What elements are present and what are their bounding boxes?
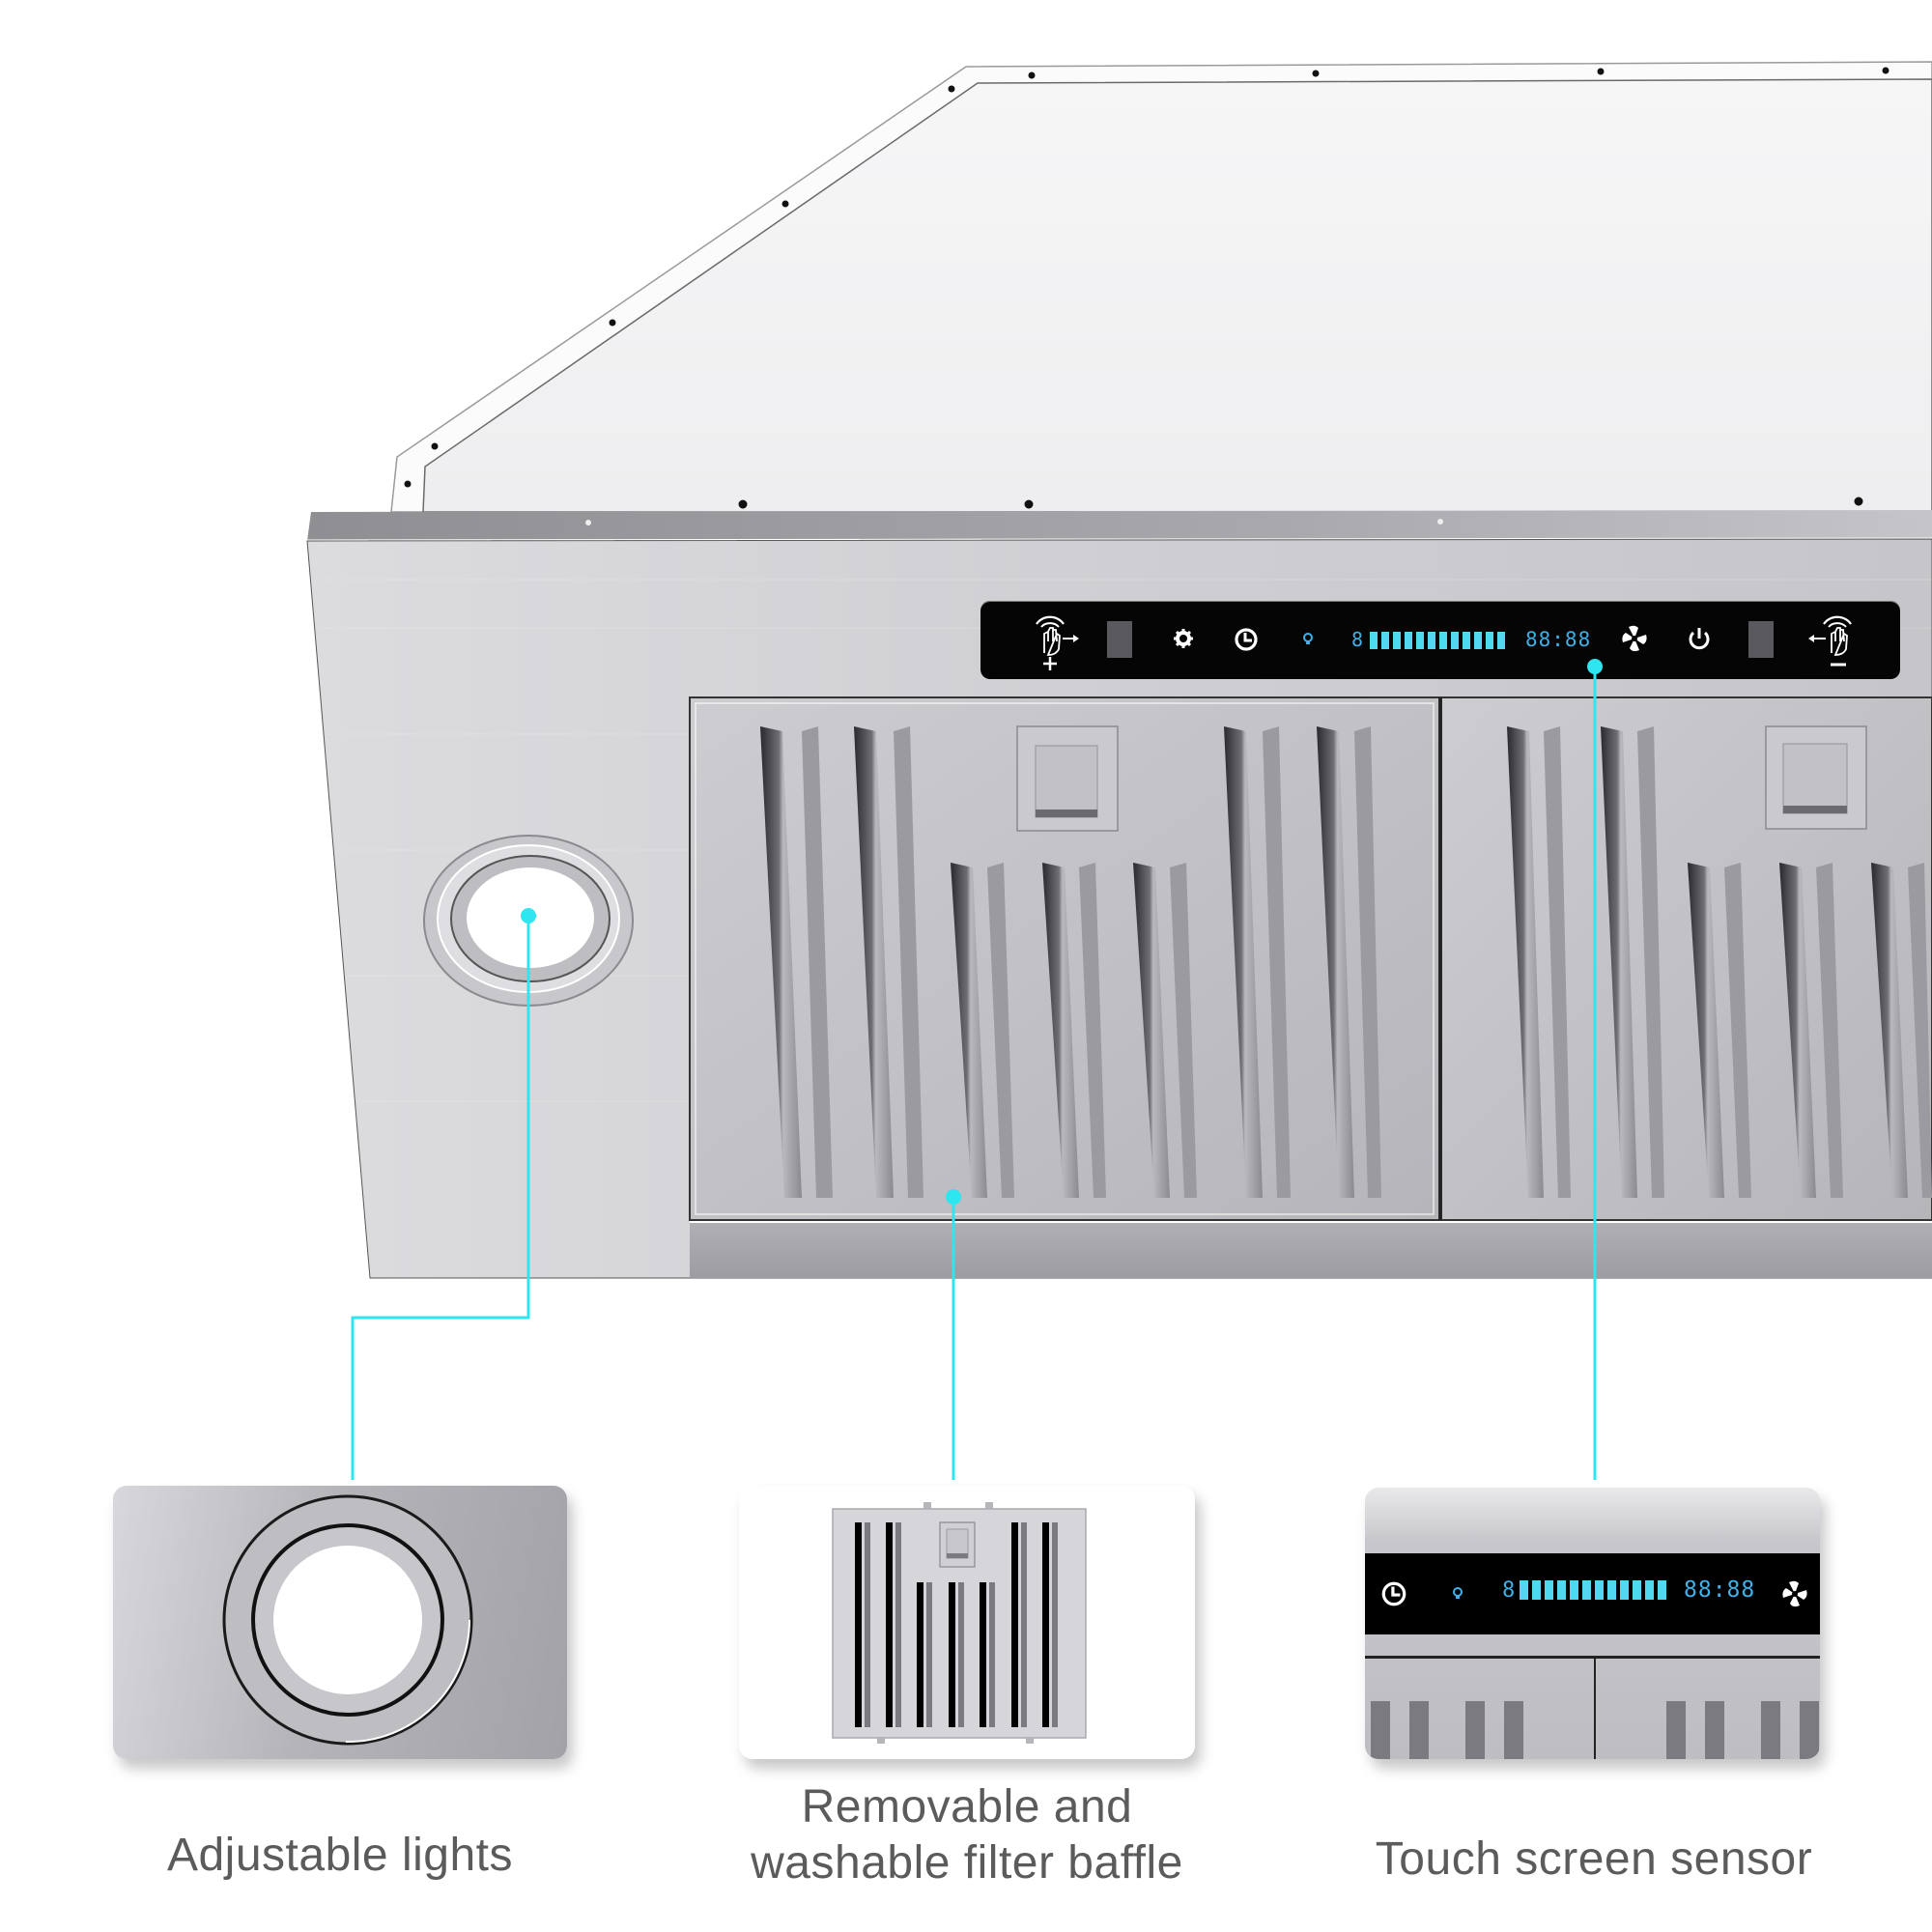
speed-bar	[1393, 632, 1401, 649]
gear-icon[interactable]	[1171, 626, 1196, 651]
speed-bar	[1463, 632, 1470, 649]
speed-bar	[1545, 1580, 1553, 1600]
speed-bar	[1439, 632, 1447, 649]
speed-bar	[1633, 1580, 1641, 1600]
thumbnail-lights	[113, 1486, 567, 1759]
speed-level-digit: 8	[1351, 628, 1365, 651]
speed-bar	[1474, 632, 1482, 649]
clock-timer-icon[interactable]	[1233, 626, 1260, 653]
label-touch-screen-sensor: Touch screen sensor	[1375, 1833, 1813, 1885]
speed-bar	[1620, 1580, 1629, 1600]
speed-bar	[1416, 632, 1424, 649]
gesture-plus-icon[interactable]	[1031, 607, 1079, 672]
power-icon[interactable]	[1686, 624, 1713, 653]
speed-bar	[1582, 1580, 1591, 1600]
gesture-sensor-window-left	[1107, 621, 1132, 658]
thumbnail-clock-display: 88:88	[1684, 1577, 1756, 1603]
speed-bar	[1497, 632, 1505, 649]
light-bulb-icon[interactable]	[1299, 630, 1317, 647]
speed-bar	[1607, 1580, 1616, 1600]
speed-bar	[1381, 632, 1389, 649]
clock-display: 88:88	[1525, 628, 1592, 651]
speed-bar	[1451, 632, 1459, 649]
speed-bar	[1405, 632, 1412, 649]
speed-bar	[1557, 1580, 1566, 1600]
thumbnail-touch-sensor: 8 88:88	[1365, 1488, 1820, 1759]
light-bulb-icon	[1450, 1585, 1465, 1605]
thumbnail-panel-strip: 8 88:88	[1365, 1553, 1820, 1634]
gesture-sensor-window-right	[1748, 621, 1774, 658]
speed-bar	[1645, 1580, 1654, 1600]
speed-bar	[1532, 1580, 1541, 1600]
fan-icon[interactable]	[1620, 624, 1649, 653]
label-filter-line1: Removable and	[801, 1781, 1133, 1833]
clock-timer-icon	[1379, 1579, 1408, 1613]
speed-bar	[1595, 1580, 1604, 1600]
thumbnail-filter	[739, 1486, 1195, 1759]
speed-bar	[1428, 632, 1435, 649]
hood-light	[423, 835, 634, 1007]
speed-bar	[1486, 632, 1493, 649]
speed-bar	[1370, 632, 1378, 649]
label-adjustable-lights: Adjustable lights	[166, 1830, 514, 1881]
thumbnail-speed-bars	[1520, 1580, 1666, 1600]
thumbnail-speed-digit: 8	[1502, 1578, 1517, 1603]
touch-control-panel: 8 88:88	[980, 601, 1900, 679]
speed-bar	[1570, 1580, 1578, 1600]
speed-level-bars	[1370, 632, 1505, 649]
fan-icon	[1780, 1579, 1809, 1613]
gesture-minus-icon[interactable]	[1804, 607, 1859, 672]
speed-bar	[1658, 1580, 1666, 1600]
speed-bar	[1520, 1580, 1528, 1600]
label-filter-line2: washable filter baffle	[751, 1837, 1183, 1889]
